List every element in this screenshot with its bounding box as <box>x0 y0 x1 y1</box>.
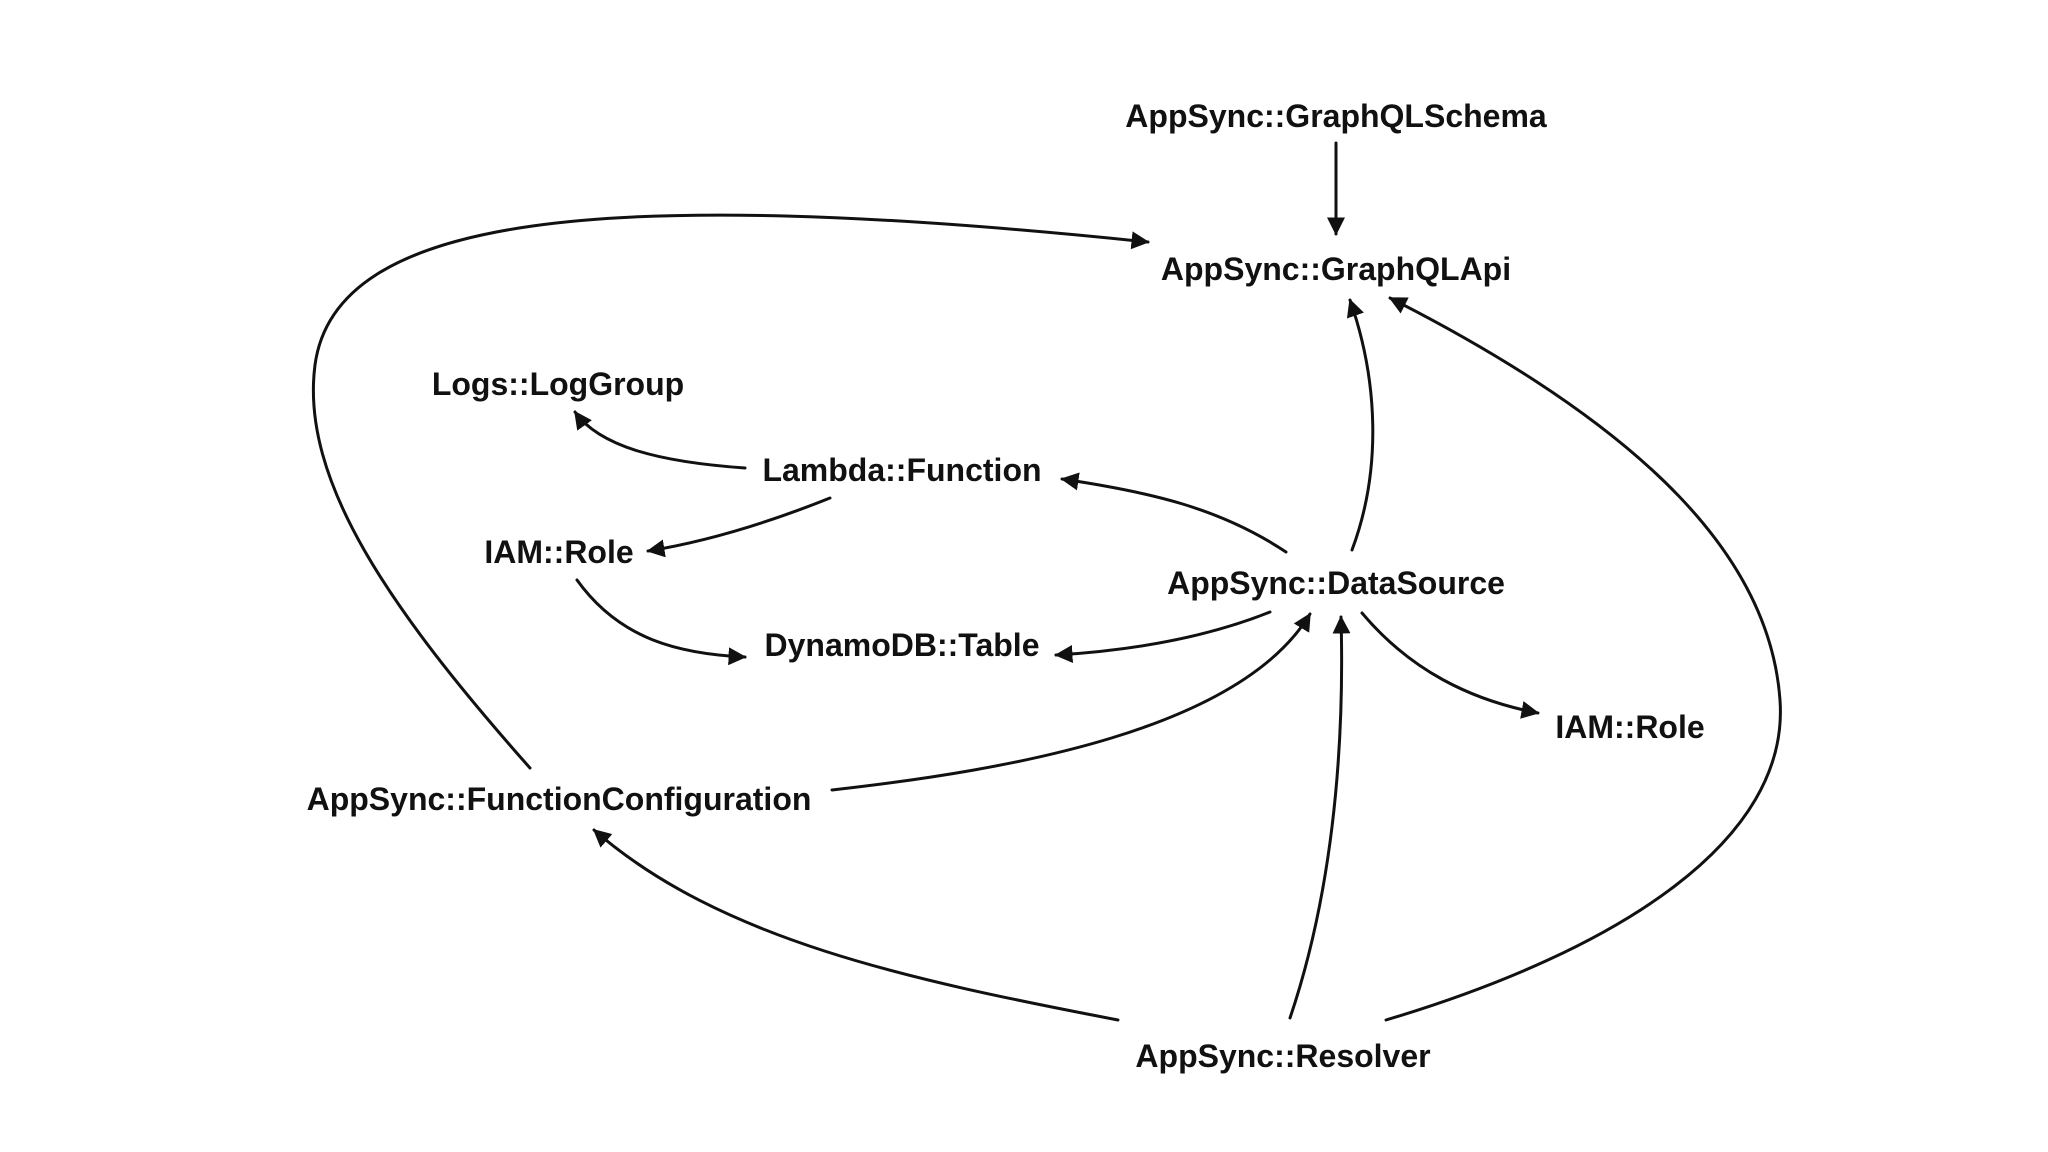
edge-lambda-to-iamrole-left <box>646 496 832 558</box>
node-lambda-function: Lambda::Function <box>762 452 1041 488</box>
edge-datasource-to-dynamodb <box>1054 610 1272 664</box>
edge-resolver-to-datasource <box>1288 615 1351 1020</box>
node-dynamodb-table: DynamoDB::Table <box>765 627 1040 663</box>
edge-datasource-to-api <box>1346 298 1375 552</box>
node-iam-role-right: IAM::Role <box>1555 709 1704 745</box>
edge-datasource-to-iamrole-right <box>1360 611 1540 719</box>
node-graphql-schema: AppSync::GraphQLSchema <box>1125 98 1547 134</box>
edge-lambda-to-loggroup <box>573 410 747 470</box>
node-function-configuration: AppSync::FunctionConfiguration <box>307 781 812 817</box>
edge-functionconfig-to-datasource <box>830 612 1312 792</box>
edge-resolver-to-functionconfig <box>592 828 1120 1022</box>
node-resolver: AppSync::Resolver <box>1135 1038 1430 1074</box>
node-log-group: Logs::LogGroup <box>432 366 684 402</box>
edge-datasource-to-lambda <box>1060 472 1288 554</box>
edge-iamrole-left-to-dynamodb <box>575 578 747 666</box>
node-graphql-api: AppSync::GraphQLApi <box>1161 251 1511 287</box>
node-data-source: AppSync::DataSource <box>1167 565 1505 601</box>
nodes: AppSync::GraphQLSchema AppSync::GraphQLA… <box>307 98 1705 1074</box>
edges <box>311 141 1782 1022</box>
edge-functionconfig-to-api <box>311 213 1150 770</box>
node-iam-role-left: IAM::Role <box>484 534 633 570</box>
edge-resolver-to-api <box>1384 296 1782 1022</box>
